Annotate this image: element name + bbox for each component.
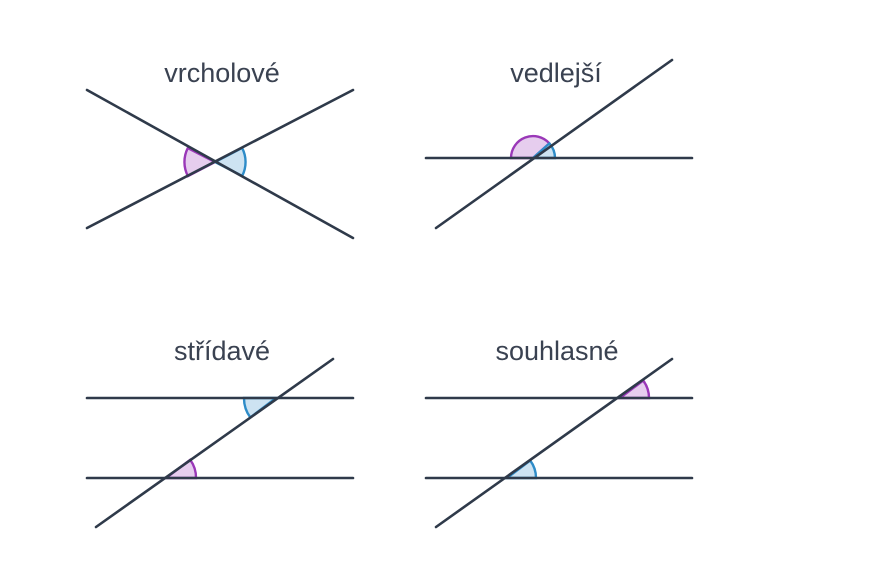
adjacent-transversal [434, 58, 674, 230]
panel-alternate-label: střídavé [174, 336, 270, 366]
panel-adjacent-angles: vedlejší [424, 58, 694, 230]
corresponding-angle-top [616, 378, 651, 400]
panel-corresponding-label: souhlasné [495, 336, 618, 366]
panel-adjacent-label: vedlejší [510, 58, 602, 88]
panel-corresponding-angles: souhlasné [424, 336, 694, 529]
alternate-transversal [94, 357, 335, 529]
vertical-line-b [85, 88, 355, 230]
corresponding-angle-bottom [503, 458, 538, 480]
panel-vertical-label: vrcholové [164, 58, 280, 88]
vertical-line-a [85, 88, 355, 240]
corresponding-transversal [434, 357, 674, 529]
vertical-angle-right [212, 146, 247, 178]
adjacent-angle-left [509, 134, 552, 160]
panel-vertical-angles: vrcholové [85, 58, 355, 240]
panel-alternate-angles: střídavé [85, 336, 355, 529]
alternate-angle-top [242, 396, 280, 420]
